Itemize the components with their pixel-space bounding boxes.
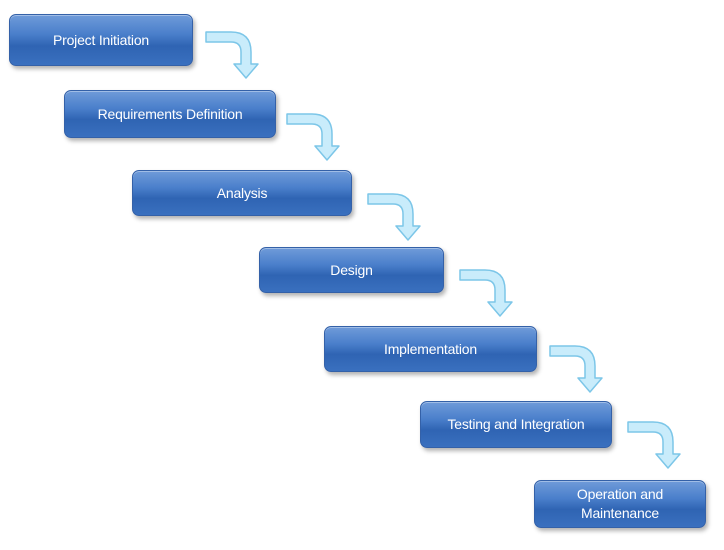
flow-arrow-2 <box>286 113 340 161</box>
flow-arrow-1 <box>205 31 259 79</box>
phase-label: Design <box>330 261 373 278</box>
phase-testing-and-integration: Testing and Integration <box>420 401 612 448</box>
phase-label: Analysis <box>216 184 268 201</box>
phase-design: Design <box>259 247 444 293</box>
phase-label: Operation and Maintenance <box>576 486 664 521</box>
flow-arrow-3 <box>367 193 421 241</box>
phase-label: Testing and Integration <box>447 416 585 432</box>
phase-analysis: Analysis <box>132 170 352 216</box>
phase-requirements-definition: Requirements Definition <box>64 90 276 138</box>
flow-arrow-5 <box>549 345 603 393</box>
phase-label: Project Initiation <box>52 31 149 48</box>
flow-arrow-4 <box>459 269 513 317</box>
phase-project-initiation: Project Initiation <box>9 14 193 66</box>
phase-label: Requirements Definition <box>97 105 243 122</box>
flow-arrow-6 <box>627 421 681 469</box>
phase-implementation: Implementation <box>324 326 537 372</box>
phase-operation-and-maintenance: Operation and Maintenance <box>534 480 706 528</box>
phase-label: Implementation <box>384 340 477 357</box>
